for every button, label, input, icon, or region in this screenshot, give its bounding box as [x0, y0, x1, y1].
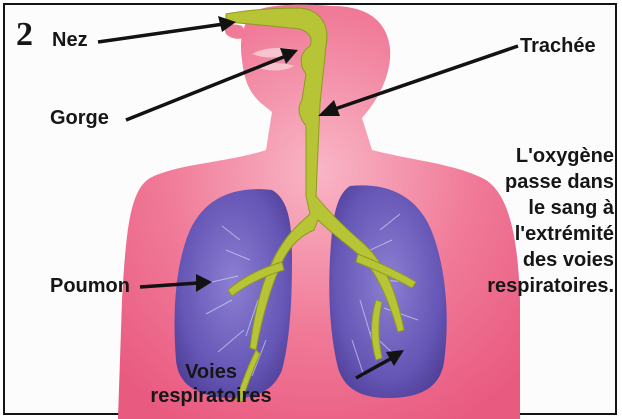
- label-voies-respiratoires: Voies respiratoires: [0, 360, 422, 408]
- oxygen-note-line: respiratoires.: [487, 273, 614, 299]
- oxygen-note-line: passe dans: [487, 169, 614, 195]
- oxygen-note-line: des voies: [487, 247, 614, 273]
- label-poumon: Poumon: [50, 276, 130, 296]
- figure-number: 2: [16, 18, 33, 52]
- oxygen-note-line: l'extrémité: [487, 221, 614, 247]
- label-voies-line-2: respiratoires: [0, 384, 422, 408]
- oxygen-note-line: le sang à: [487, 195, 614, 221]
- label-nez: Nez: [52, 30, 88, 50]
- oxygen-note-line: L'oxygène: [487, 143, 614, 169]
- oxygen-note: L'oxygène passe dans le sang à l'extrémi…: [487, 143, 614, 299]
- label-trachee: Trachée: [520, 36, 596, 56]
- arrow-nez: [98, 16, 236, 42]
- label-gorge: Gorge: [50, 108, 109, 128]
- label-voies-line-1: Voies: [0, 360, 422, 384]
